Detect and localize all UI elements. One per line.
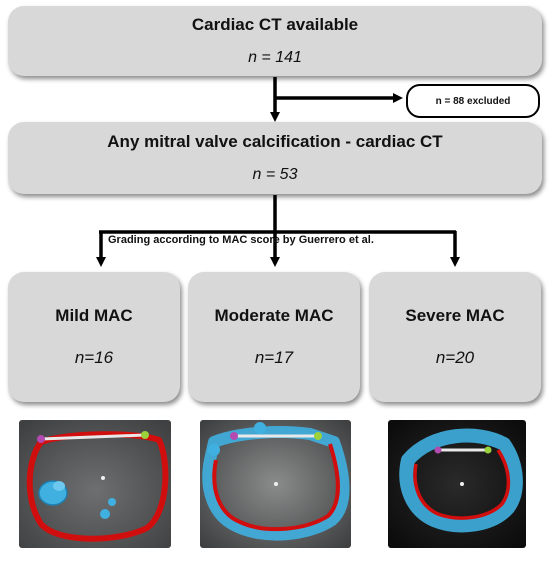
mitral-calcification-count: n = 53 [252, 166, 298, 183]
severe-mac-title: Severe MAC [405, 306, 505, 325]
moderate-mac-ct-image [200, 420, 351, 548]
mild-mac-title: Mild MAC [55, 306, 133, 325]
mitral-calcification-box: Any mitral valve calcification - cardiac… [8, 122, 542, 194]
grading-label: Grading according to MAC score by Guerre… [108, 234, 374, 246]
moderate-mac-count: n=17 [254, 348, 294, 367]
severe-mac-count: n=20 [435, 348, 475, 367]
cardiac-ct-title: Cardiac CT available [191, 15, 359, 34]
severe-mac-ct-image [388, 420, 526, 548]
severe-mac-box: Severe MAC n=20 [369, 272, 541, 402]
mild-mac-ct-image [19, 420, 171, 548]
mild-mac-box: Mild MAC n=16 [8, 272, 180, 402]
mild-mac-count: n=16 [74, 348, 114, 367]
cardiac-ct-box: Cardiac CT available n = 141 [8, 6, 542, 76]
moderate-mac-title: Moderate MAC [214, 306, 334, 325]
excluded-label: n = 88 excluded [435, 95, 511, 107]
cardiac-ct-count: n = 141 [248, 49, 302, 66]
mitral-calcification-title: Any mitral valve calcification - cardiac… [107, 132, 443, 151]
excluded-box: n = 88 excluded [406, 84, 540, 118]
moderate-mac-box: Moderate MAC n=17 [188, 272, 360, 402]
